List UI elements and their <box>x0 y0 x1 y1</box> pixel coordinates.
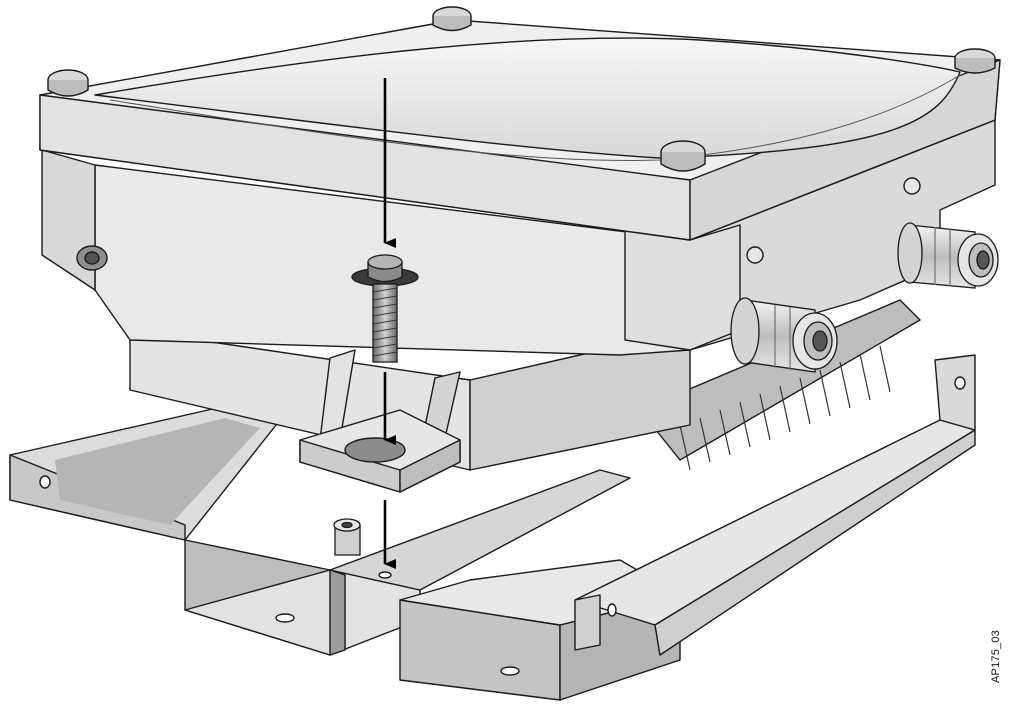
left-connector <box>76 245 108 271</box>
bracket-hole <box>378 571 392 579</box>
bracket-hole <box>607 603 617 617</box>
bracket-right-upright <box>934 354 976 431</box>
lid-bolt <box>432 6 472 32</box>
antenna-connectors <box>730 222 999 373</box>
vent-hole <box>746 246 764 264</box>
lid-bolt <box>954 48 996 74</box>
vent-hole <box>903 177 921 195</box>
access-point-body <box>39 6 1001 471</box>
radome <box>94 37 961 159</box>
housing-right-corner <box>624 224 741 351</box>
bracket-hole <box>954 376 966 390</box>
mounting-tab <box>299 349 461 493</box>
lid-bolt <box>47 69 89 97</box>
lid-bolt <box>660 140 706 172</box>
bracket-hole <box>500 666 520 676</box>
bracket-hole <box>39 475 51 489</box>
antenna-connector-lower <box>730 297 838 373</box>
bracket-center-ridge <box>329 469 631 591</box>
bracket-right-rail <box>574 419 976 626</box>
tab-slot <box>344 437 406 463</box>
bracket-hole <box>275 613 295 623</box>
mounting-screw <box>351 254 419 363</box>
mounting-bracket <box>9 354 976 701</box>
figure-id-label: AP175_03 <box>990 630 1002 683</box>
bracket-spacer <box>333 518 361 556</box>
antenna-connector-upper <box>897 222 999 289</box>
